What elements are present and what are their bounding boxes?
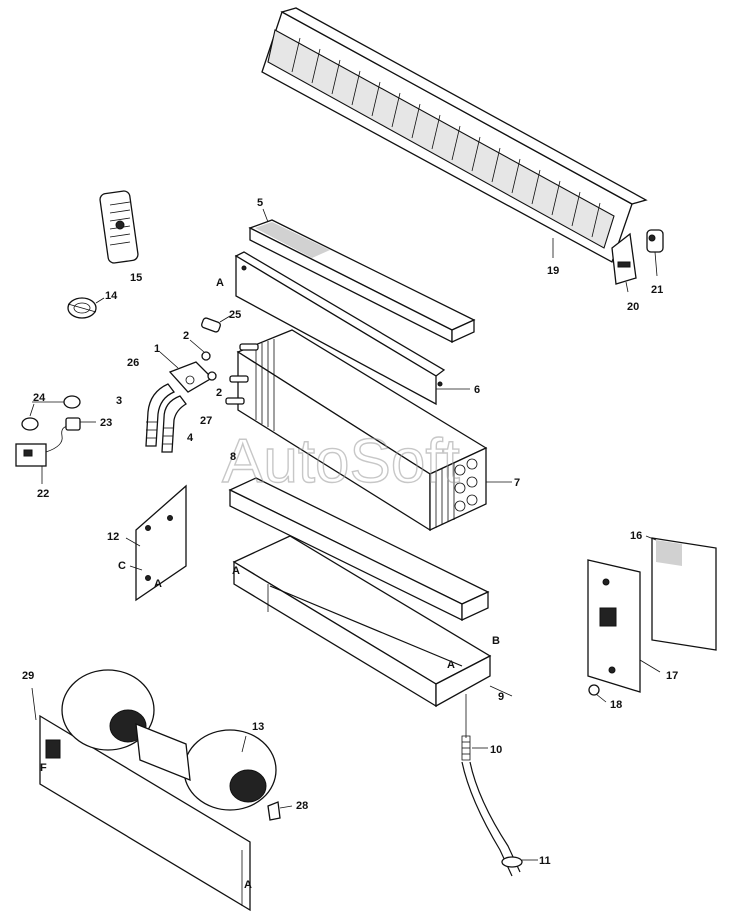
evaporator-core-7 <box>225 329 512 532</box>
marker-c-bracket12: C <box>118 560 126 572</box>
callout-5: 5 <box>257 197 263 209</box>
knobs-24 <box>21 395 81 431</box>
marker-a-bracket12: A <box>154 578 162 590</box>
callout-14: 14 <box>105 290 118 302</box>
callout-1: 1 <box>154 343 160 355</box>
callout-13: 13 <box>252 721 264 733</box>
callout-6: 6 <box>474 384 480 396</box>
marker-f-blower: F <box>40 762 47 774</box>
plug-18 <box>588 684 607 703</box>
callout-24: 24 <box>33 392 46 404</box>
callout-26: 26 <box>127 357 139 369</box>
blower-assembly-13 <box>31 669 277 912</box>
clip-28 <box>267 801 293 821</box>
hose-3 <box>145 383 176 447</box>
grommet-14 <box>67 297 105 319</box>
callout-25: 25 <box>229 309 241 321</box>
callout-19: 19 <box>547 265 559 277</box>
bracket-20 <box>611 232 637 293</box>
drain-tray-9 <box>232 535 513 738</box>
access-panel-17 <box>587 559 661 693</box>
vent-louver-15 <box>99 190 139 264</box>
connector-23 <box>65 417 96 431</box>
marker-a-panel6: A <box>216 277 224 289</box>
marker-a-tray9-right: A <box>447 659 455 671</box>
marker-a-blower: A <box>244 879 252 891</box>
callout-16: 16 <box>630 530 642 542</box>
foam-bar-8 <box>228 477 490 622</box>
callout-9: 9 <box>498 691 504 703</box>
callout-11: 11 <box>539 855 551 867</box>
callout-18: 18 <box>610 699 622 711</box>
foam-pad-5 <box>248 208 476 344</box>
callout-2-upper: 2 <box>183 330 189 342</box>
callout-3: 3 <box>116 395 122 407</box>
marker-b-tray9: B <box>492 635 500 647</box>
hose-4 <box>161 395 187 453</box>
callout-labels: 1 2 2 3 4 5 6 7 8 9 10 11 12 13 14 15 16… <box>22 197 678 867</box>
marker-a-tray9: A <box>232 565 240 577</box>
callout-21: 21 <box>651 284 663 296</box>
callout-2-lower: 2 <box>216 387 222 399</box>
bracket-12 <box>125 484 187 602</box>
o-rings-2 <box>189 339 217 381</box>
foam-panel-16 <box>645 535 717 651</box>
callout-23: 23 <box>100 417 112 429</box>
callout-10: 10 <box>490 744 502 756</box>
filter-frame-19 <box>261 7 648 263</box>
switch-25 <box>201 315 231 333</box>
callout-20: 20 <box>627 301 639 313</box>
callout-22: 22 <box>37 488 49 500</box>
knob-21 <box>646 229 664 277</box>
callout-8: 8 <box>230 451 236 463</box>
callout-15: 15 <box>130 272 142 284</box>
callout-17: 17 <box>666 670 678 682</box>
callout-27: 27 <box>200 415 212 427</box>
watermark: AutoSoft <box>222 427 460 496</box>
callout-29: 29 <box>22 670 34 682</box>
thermostat-22 <box>15 425 71 484</box>
angle-panel-6 <box>234 251 470 406</box>
callout-4: 4 <box>187 432 194 444</box>
callout-7: 7 <box>514 477 520 489</box>
callout-12: 12 <box>107 531 119 543</box>
callout-28: 28 <box>296 800 308 812</box>
drain-hose-10 <box>461 735 521 877</box>
hose-clamp-11 <box>501 856 538 868</box>
reference-markers: A C A A A B F A <box>40 277 500 891</box>
